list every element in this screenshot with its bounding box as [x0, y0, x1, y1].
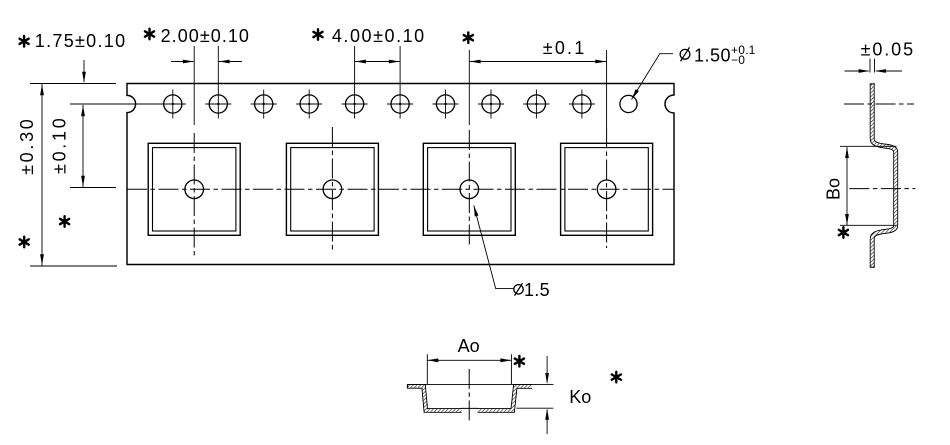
svg-text:±0.1: ±0.1	[543, 38, 587, 58]
svg-text:−0: −0	[731, 53, 745, 67]
svg-text:±0.05: ±0.05	[861, 39, 915, 59]
svg-text:+0.1: +0.1	[731, 43, 756, 57]
svg-text:4.00±0.10: 4.00±0.10	[332, 26, 426, 46]
svg-text:±0.10: ±0.10	[50, 116, 70, 174]
svg-text:1.75±0.10: 1.75±0.10	[35, 31, 127, 51]
svg-text:±0.30: ±0.30	[17, 116, 37, 174]
svg-text:Bo: Bo	[823, 178, 843, 200]
svg-text:Ko: Ko	[569, 387, 591, 407]
svg-text:2.00±0.10: 2.00±0.10	[161, 26, 250, 46]
svg-text:1.50: 1.50	[694, 45, 731, 65]
svg-text:Ao: Ao	[458, 336, 480, 356]
svg-text:1.5: 1.5	[524, 280, 550, 300]
